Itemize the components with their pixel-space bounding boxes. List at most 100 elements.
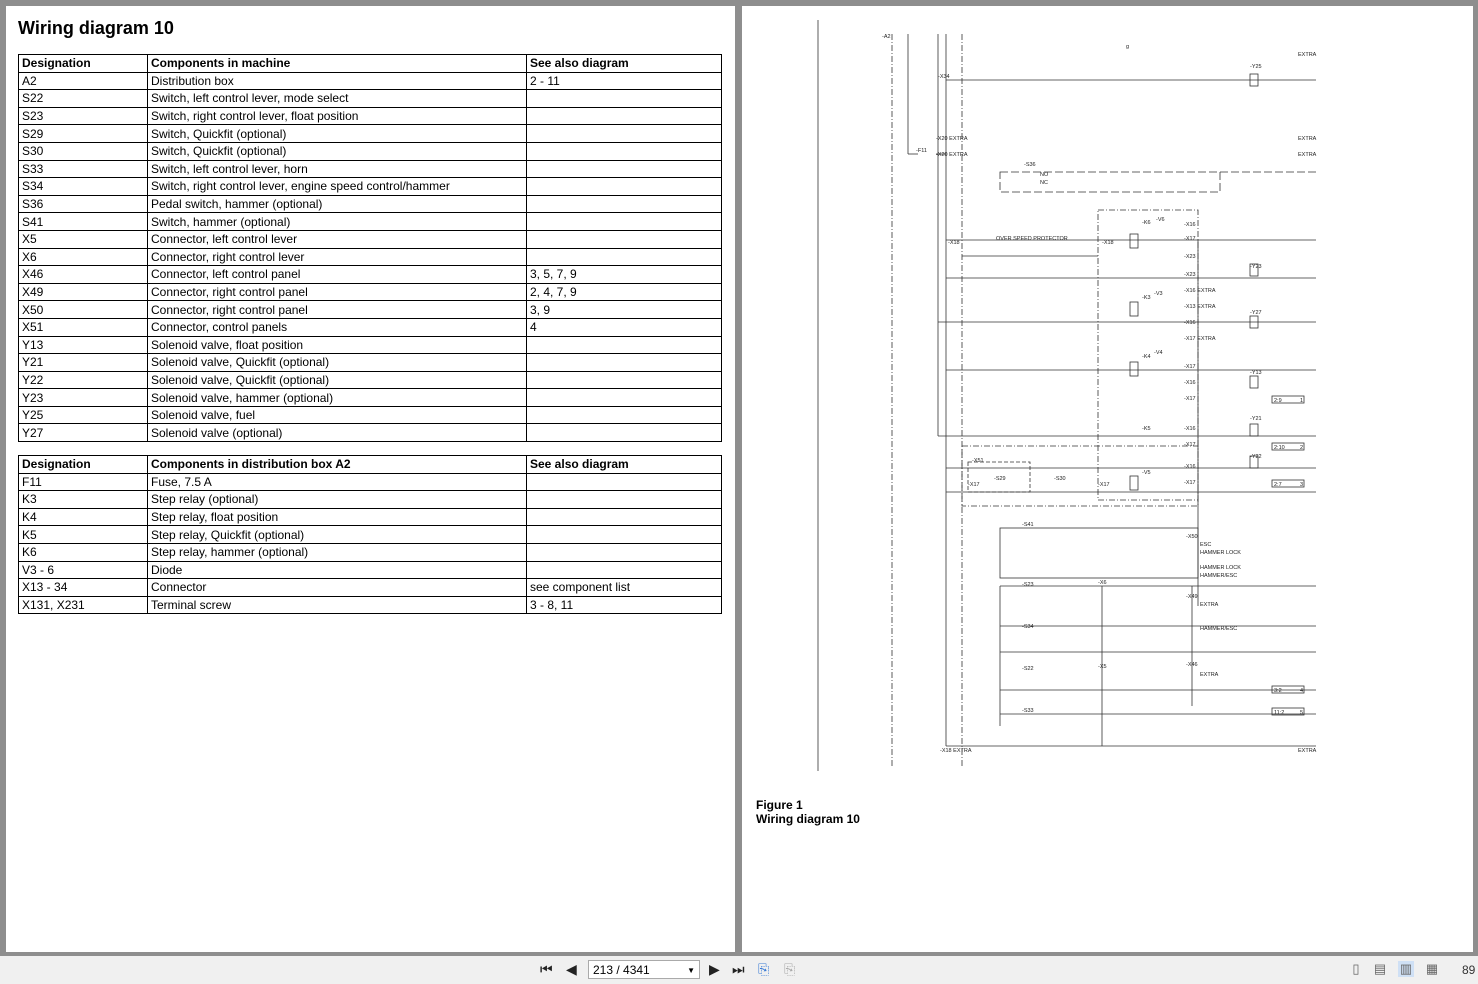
page-number-input[interactable]: 213 / 4341 ▼ [588, 960, 700, 979]
diagram-label: -X17 [1184, 396, 1196, 402]
table-cell [526, 106, 722, 126]
table-cell: Switch, right control lever, float posit… [147, 106, 527, 126]
diagram-label: -S29 [994, 476, 1006, 482]
table-cell: Step relay, float position [147, 507, 527, 527]
go-forward-icon[interactable]: ⎘ [784, 961, 796, 977]
go-back-icon[interactable]: ⎘ [758, 961, 770, 977]
figure-title: Wiring diagram 10 [756, 812, 860, 826]
diagram-label: -X16 [1184, 222, 1196, 228]
diagram-label: HAMMER LOCK [1200, 565, 1241, 571]
table-cell: Solenoid valve, Quickfit (optional) [147, 353, 527, 372]
table-cell: S22 [18, 89, 148, 108]
diagram-label: -X20 EXTRA [936, 136, 968, 142]
diagram-label: -X18 EXTRA [940, 748, 972, 754]
table-cell [526, 560, 722, 580]
diagram-label: -X46 [1186, 662, 1198, 668]
diagram-label: -X17 [1184, 480, 1196, 486]
diagram-label: -V5 [1142, 470, 1151, 476]
single-page-view-icon[interactable]: ▯ [1352, 961, 1360, 976]
continuous-view-icon[interactable]: ▤ [1373, 961, 1387, 976]
diagram-label: -X17 [968, 482, 980, 488]
table-cell: Solenoid valve, Quickfit (optional) [147, 370, 527, 390]
table-cell: Step relay (optional) [147, 490, 527, 509]
diagram-label: -V3 [1154, 291, 1163, 297]
page-number-value: 213 / 4341 [593, 963, 650, 977]
table-cell: Connector, control panels [147, 317, 527, 337]
diagram-label: NO [1040, 172, 1049, 178]
previous-page-button[interactable]: ◀ [566, 961, 577, 977]
diagram-label: -S36 [1024, 162, 1036, 168]
diagram-label: -X5 [1098, 664, 1107, 670]
diagram-label: ESC [1200, 542, 1211, 548]
table-cell [526, 212, 722, 231]
table-cell [526, 388, 722, 407]
diagram-label: 11:2 [1274, 710, 1284, 716]
table-cell [526, 194, 722, 214]
column-header: Components in machine [147, 54, 527, 73]
table-cell: V3 - 6 [18, 560, 148, 580]
table-cell: Switch, left control lever, horn [147, 159, 527, 179]
table-cell: S30 [18, 141, 148, 161]
table-cell: Connector, left control lever [147, 229, 527, 249]
table-cell: S34 [18, 177, 148, 196]
table-cell: Solenoid valve, hammer (optional) [147, 388, 527, 407]
diagram-label: -S33 [1022, 708, 1034, 714]
chevron-down-icon[interactable]: ▼ [687, 966, 695, 975]
diagram-label: 2 [1300, 445, 1303, 451]
table-cell [526, 353, 722, 372]
table-cell [526, 89, 722, 108]
table-cell [526, 159, 722, 179]
table-cell [526, 370, 722, 390]
table-cell: Solenoid valve (optional) [147, 423, 527, 443]
column-header: Designation [18, 455, 148, 474]
column-header: See also diagram [526, 54, 722, 73]
diagram-label: -V4 [1154, 350, 1163, 356]
table-cell: 3 - 8, 11 [526, 595, 722, 615]
table-cell: 3, 9 [526, 300, 722, 319]
table-cell: Terminal screw [147, 595, 527, 615]
table-cell: Switch, right control lever, engine spee… [147, 177, 527, 196]
first-page-button[interactable]: ⏮ [540, 961, 553, 977]
table-cell [526, 507, 722, 527]
facing-pages-view-icon[interactable]: ▥ [1398, 961, 1414, 977]
diagram-label: -X18 [1102, 240, 1114, 246]
diagram-label: 2:10 [1274, 445, 1285, 451]
diagram-label: -Y13 [1250, 370, 1262, 376]
diagram-label: -X20 EXTRA [936, 152, 968, 158]
diagram-label: -K3 [1142, 295, 1151, 301]
table-cell: Connector, left control panel [147, 265, 527, 284]
zoom-level[interactable]: 89 [1462, 963, 1476, 977]
next-page-button[interactable]: ▶ [709, 961, 720, 977]
diagram-label: -X34 [938, 74, 950, 80]
table-cell: Connector, right control panel [147, 300, 527, 319]
table-cell: X6 [18, 247, 148, 267]
table-cell: X131, X231 [18, 595, 148, 615]
table-cell: Y23 [18, 388, 148, 407]
diagram-label: HAMMER LOCK [1200, 550, 1241, 556]
diagram-label: -Y25 [1250, 64, 1262, 70]
last-page-button[interactable]: ⏭ [732, 961, 745, 977]
diagram-label: -S41 [1022, 522, 1034, 528]
table-cell: Y27 [18, 423, 148, 443]
continuous-facing-view-icon[interactable]: ▦ [1425, 961, 1439, 976]
diagram-label: -Y21 [1250, 416, 1262, 422]
diagram-label: -X16 [1184, 464, 1196, 470]
table-cell: 2 - 11 [526, 71, 722, 91]
diagram-label: -X6 [1098, 580, 1107, 586]
